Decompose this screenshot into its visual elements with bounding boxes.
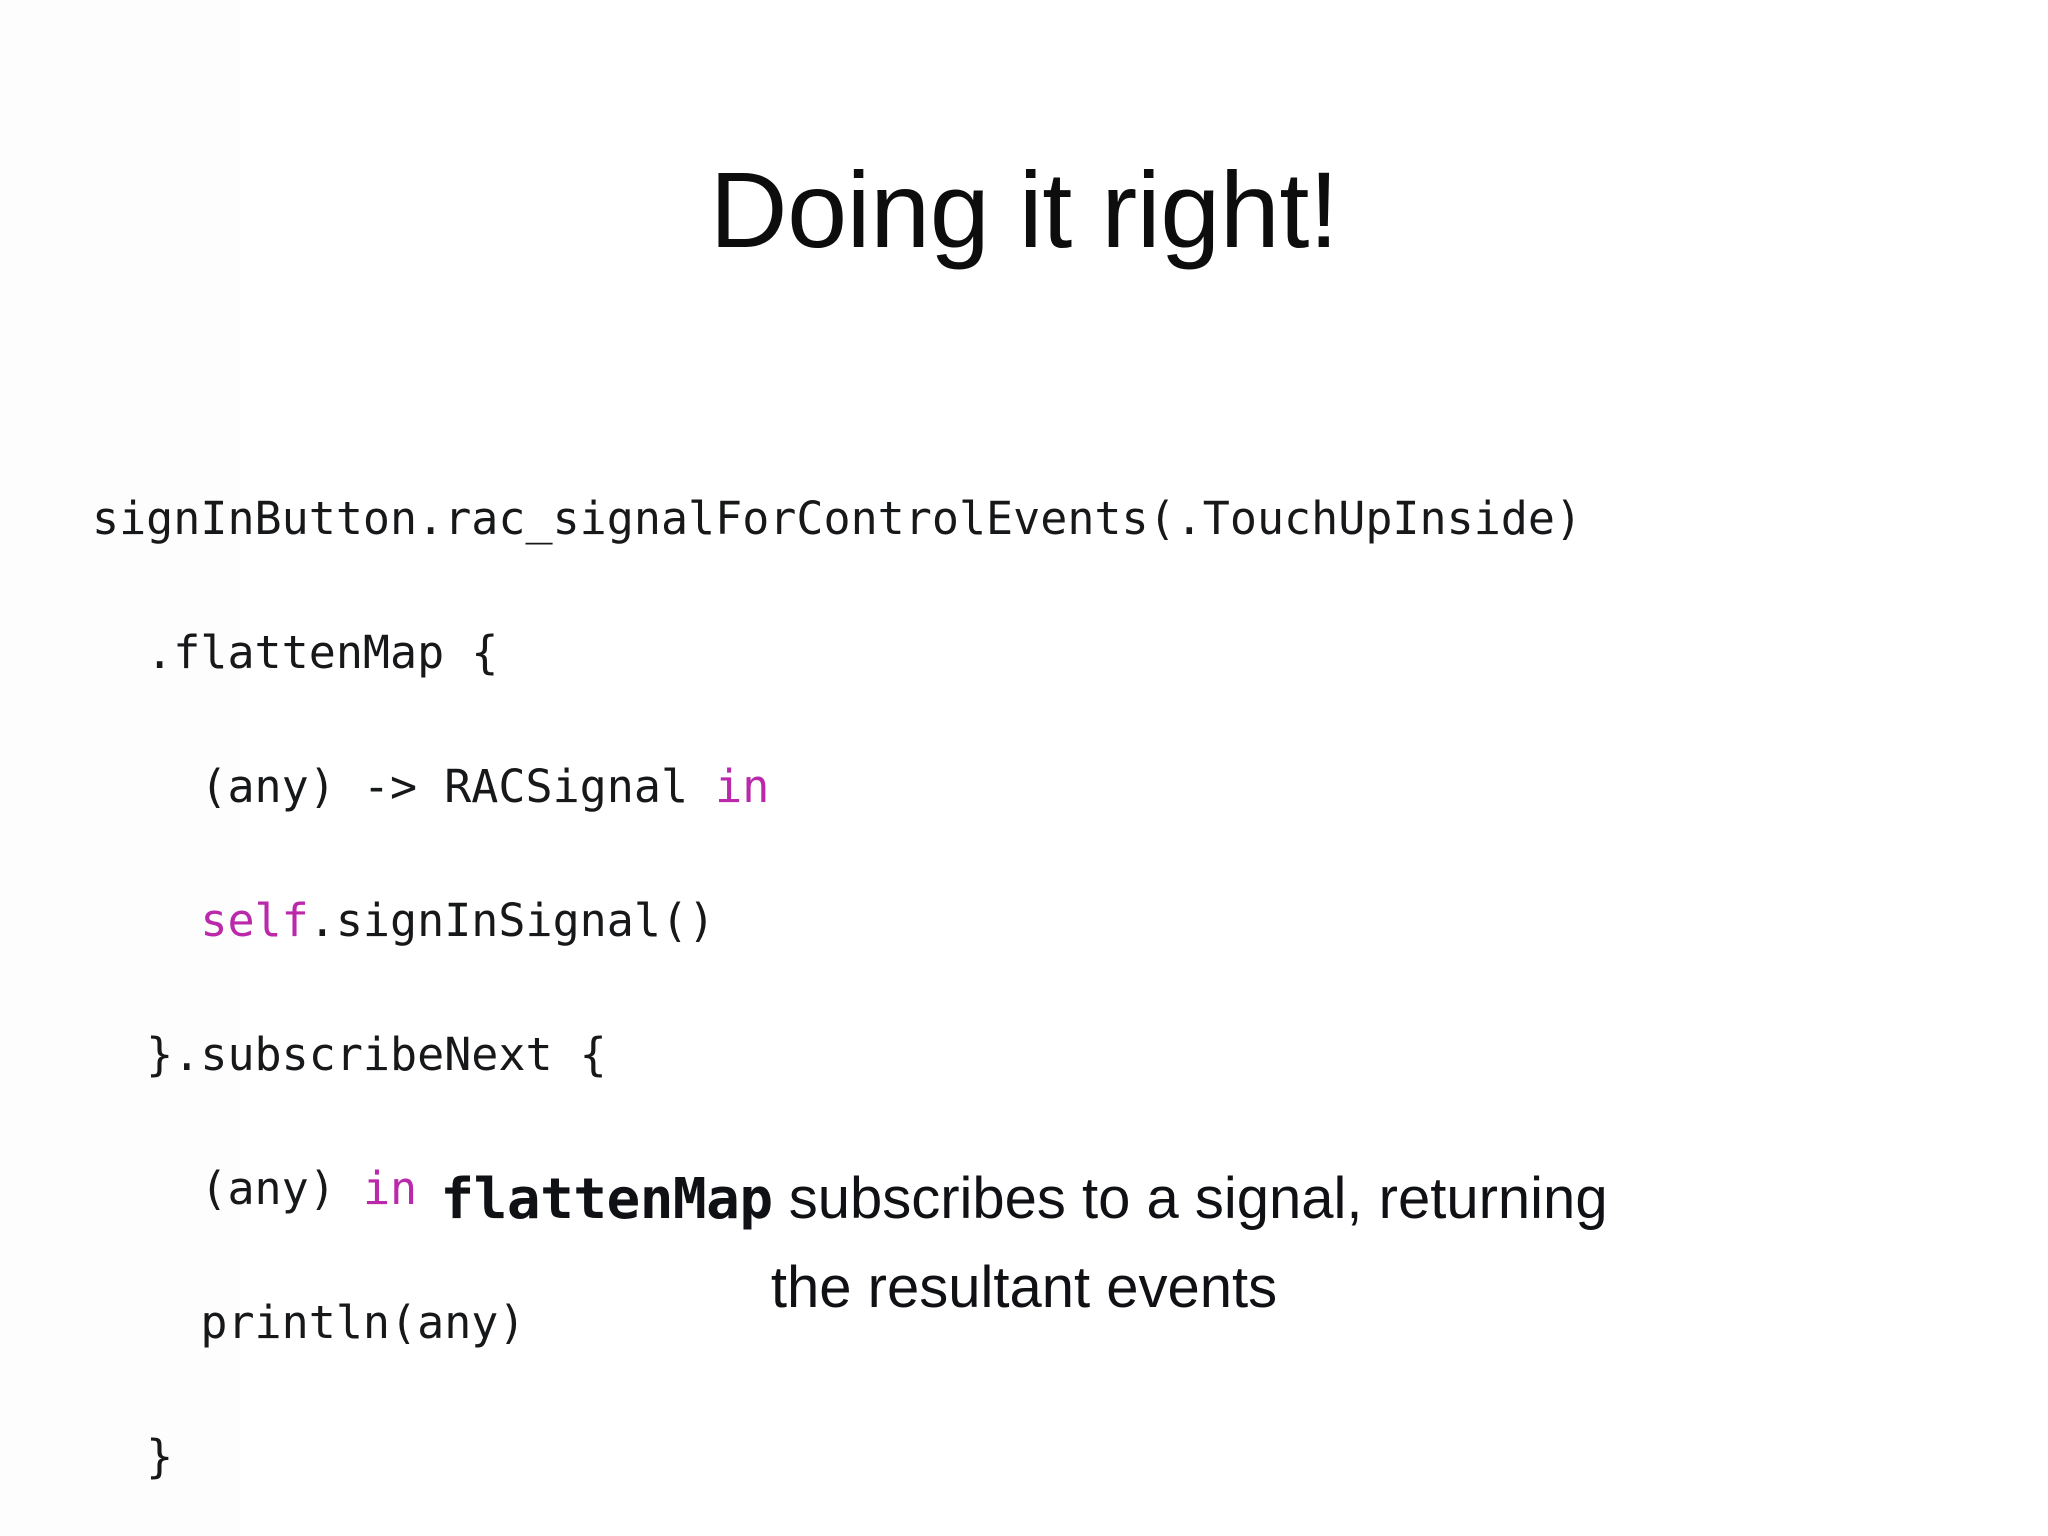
code-text: .flattenMap { bbox=[92, 626, 499, 679]
code-text: println(any) bbox=[92, 1296, 526, 1349]
code-line: signInButton.rac_signalForControlEvents(… bbox=[92, 485, 1992, 552]
caption-text-run: the resultant events bbox=[770, 1255, 1278, 1320]
caption-line: the resultant events bbox=[0, 1244, 2048, 1332]
code-line: (any) -> RACSignal in bbox=[92, 753, 1992, 820]
code-line: } bbox=[92, 1423, 1992, 1490]
code-text: signInButton.rac_signalForControlEvents(… bbox=[92, 492, 1583, 545]
code-keyword: in bbox=[715, 760, 770, 813]
caption-line: flattenMap subscribes to a signal, retur… bbox=[0, 1155, 2048, 1244]
code-line: println(any) bbox=[92, 1289, 1992, 1356]
code-keyword: self bbox=[200, 894, 309, 947]
caption-text-run: subscribes to a signal, returning bbox=[772, 1166, 1608, 1231]
code-text bbox=[92, 894, 200, 947]
code-line: .flattenMap { bbox=[92, 619, 1992, 686]
caption-text: flattenMap subscribes to a signal, retur… bbox=[0, 1155, 2048, 1332]
code-line: (any) in bbox=[92, 1155, 1992, 1222]
caption-code-term: flattenMap bbox=[440, 1167, 773, 1232]
page-title: Doing it right! bbox=[709, 149, 1339, 271]
code-text: (any) -> RACSignal bbox=[92, 760, 716, 813]
code-text: }.subscribeNext { bbox=[92, 1028, 607, 1081]
code-block: signInButton.rac_signalForControlEvents(… bbox=[92, 485, 1992, 1490]
code-keyword: in bbox=[362, 1162, 418, 1215]
code-text: (any) bbox=[92, 1162, 363, 1215]
code-line: }.subscribeNext { bbox=[92, 1021, 1992, 1088]
code-text: .signInSignal() bbox=[308, 894, 716, 947]
code-text: } bbox=[92, 1430, 174, 1483]
code-line: self.signInSignal() bbox=[92, 887, 1992, 954]
